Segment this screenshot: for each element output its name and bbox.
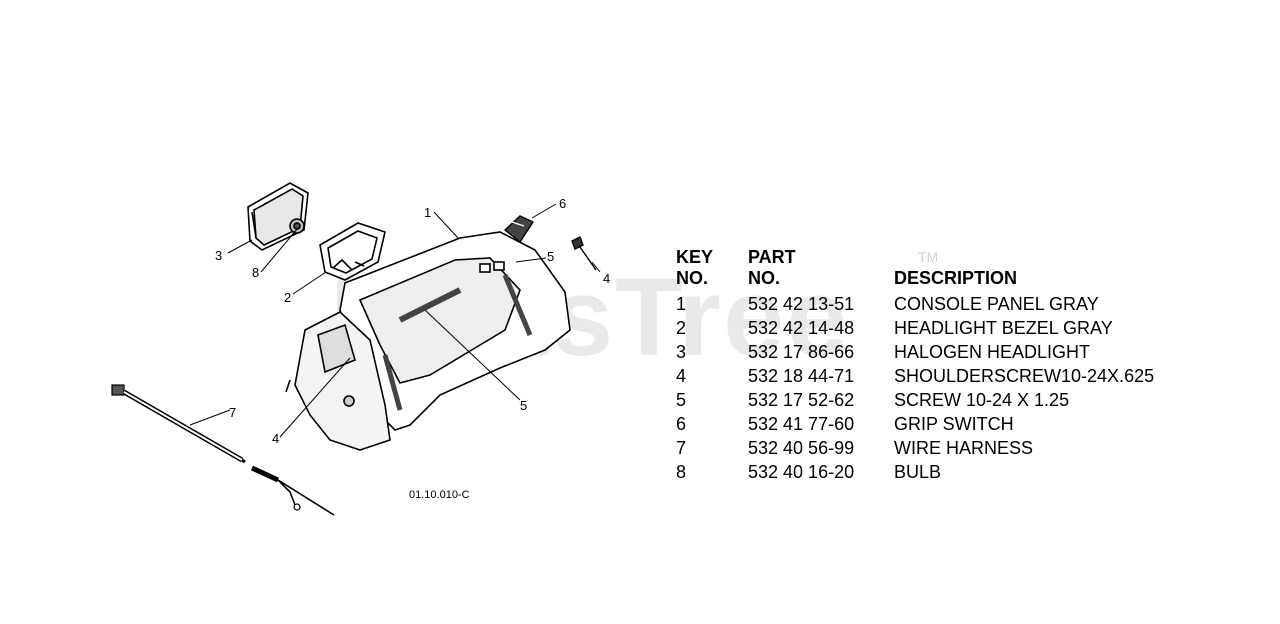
table-row[interactable]: 3 532 17 86-66 HALOGEN HEADLIGHT (676, 340, 1194, 364)
grip-switch-part[interactable] (503, 215, 535, 244)
part-header-line2: NO. (748, 268, 781, 288)
key-header-line1: KEY (676, 247, 714, 267)
wire-harness-part[interactable] (111, 384, 335, 516)
part-number-cell: 532 40 56-99 (748, 438, 855, 458)
callout-5-bottom: 5 (520, 398, 527, 413)
key-no-header: KEY NO. (676, 247, 748, 292)
callout-6: 6 (559, 196, 566, 211)
description-cell: HALOGEN HEADLIGHT (894, 342, 1091, 362)
description-cell: GRIP SWITCH (894, 414, 1014, 434)
description-cell: CONSOLE PANEL GRAY (894, 294, 1099, 314)
part-number-cell: 532 42 14-48 (748, 318, 855, 338)
callout-3: 3 (215, 248, 222, 263)
table-row[interactable]: 6 532 41 77-60 GRIP SWITCH (676, 412, 1194, 436)
part-header-line1: PART (748, 247, 796, 267)
description-cell: SCREW 10-24 X 1.25 (894, 390, 1070, 410)
part-no-header: PART NO. (748, 247, 894, 292)
table-row[interactable]: 7 532 40 56-99 WIRE HARNESS (676, 436, 1194, 460)
callout-1: 1 (424, 205, 431, 220)
headlight-bezel-part[interactable] (319, 222, 386, 281)
callout-4-left: 4 (272, 431, 279, 446)
console-panel-part[interactable] (285, 231, 571, 451)
part-number-cell: 532 40 16-20 (748, 462, 855, 482)
key-cell: 4 (676, 366, 687, 386)
figure-code: 01.10.010-C (409, 489, 470, 501)
part-number-cell: 532 41 77-60 (748, 414, 855, 434)
key-cell: 8 (676, 462, 687, 482)
leader-lines (189, 203, 601, 438)
key-cell: 5 (676, 390, 687, 410)
part-number-cell: 532 17 52-62 (748, 390, 855, 410)
description-cell: BULB (894, 462, 942, 482)
key-cell: 3 (676, 342, 687, 362)
part-number-cell: 532 18 44-71 (748, 366, 855, 386)
shoulder-screw-part[interactable] (571, 236, 597, 271)
callout-7: 7 (229, 405, 236, 420)
table-row[interactable]: 1 532 42 13-51 CONSOLE PANEL GRAY (676, 292, 1194, 316)
table-header-row: KEY NO. PART NO. DESCRIPTION (676, 247, 1194, 292)
part-number-cell: 532 42 13-51 (748, 294, 855, 314)
key-cell: 7 (676, 438, 687, 458)
key-cell: 1 (676, 294, 687, 314)
callout-4-right: 4 (603, 271, 610, 286)
callout-8: 8 (252, 265, 259, 280)
watermark-tm: TM (918, 249, 938, 265)
key-cell: 6 (676, 414, 687, 434)
table-row[interactable]: 5 532 17 52-62 SCREW 10-24 X 1.25 (676, 388, 1194, 412)
description-cell: SHOULDERSCREW10-24X.625 (894, 366, 1155, 386)
callout-2: 2 (284, 290, 291, 305)
description-header: DESCRIPTION (894, 268, 1018, 288)
description-cell: HEADLIGHT BEZEL GRAY (894, 318, 1113, 338)
part-number-cell: 532 17 86-66 (748, 342, 855, 362)
parts-list-table: KEY NO. PART NO. DESCRIPTION 1 532 42 13… (676, 247, 1194, 484)
table-row[interactable]: 4 532 18 44-71 SHOULDERSCREW10-24X.625 (676, 364, 1194, 388)
halogen-headlight-part[interactable] (247, 182, 309, 251)
description-cell: WIRE HARNESS (894, 438, 1034, 458)
table-row[interactable]: 2 532 42 14-48 HEADLIGHT BEZEL GRAY (676, 316, 1194, 340)
key-header-line2: NO. (676, 268, 709, 288)
table-row[interactable]: 8 532 40 16-20 BULB (676, 460, 1194, 484)
callout-5-top: 5 (547, 249, 554, 264)
key-cell: 2 (676, 318, 687, 338)
